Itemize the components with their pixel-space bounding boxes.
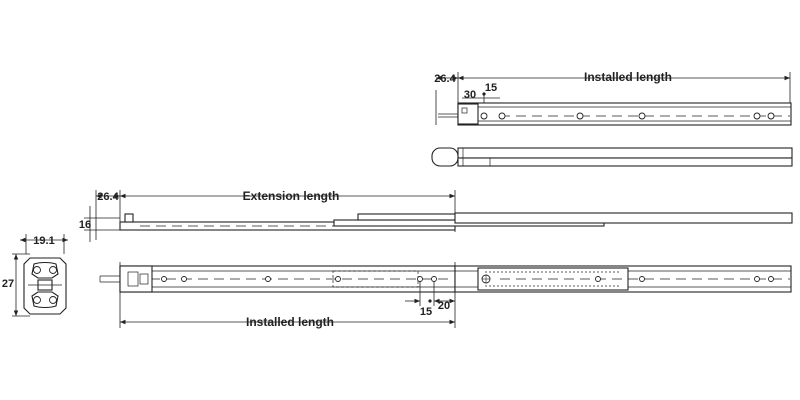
extension-front-stop (124, 213, 134, 223)
bottom-hole (161, 276, 167, 282)
bottom-hole (595, 276, 601, 282)
top-offset-label: 26.4 (434, 73, 456, 85)
profile-ball (49, 296, 57, 304)
top-hole (767, 112, 775, 120)
side-profile-outer-rail (457, 147, 793, 159)
bottom-hole (417, 276, 423, 282)
extension-cabinet-rail (454, 212, 793, 224)
bottom-15-label: 15 (420, 306, 432, 318)
top-15-marker (482, 92, 486, 96)
profile-width-label: 19.1 (33, 235, 54, 247)
bottom-bracket-detail (127, 271, 139, 287)
bottom-hole (181, 276, 187, 282)
top-front-bracket (457, 103, 479, 125)
bottom-hole (265, 276, 271, 282)
bottom-hole (431, 276, 437, 282)
bottom-hole (335, 276, 341, 282)
bottom-dim-marker (428, 299, 432, 303)
bottom-hole (639, 276, 645, 282)
top-15-label: 15 (485, 82, 497, 94)
side-profile-inner-rail (457, 157, 793, 167)
top-30-label: 30 (464, 89, 476, 101)
bottom-hole (754, 276, 760, 282)
top-hole (498, 112, 506, 120)
profile-ball (49, 266, 57, 274)
side-profile-front-tab (431, 147, 459, 167)
extension-view: Extension length 26.4 16 (79, 189, 793, 242)
extension-offset-label: 26.4 (97, 191, 119, 203)
bottom-installed-length-label: Installed length (246, 315, 334, 329)
top-slide-body (457, 102, 792, 126)
bottom-20-label: 20 (438, 300, 450, 312)
profile-ball (33, 266, 41, 274)
top-hole (753, 112, 761, 120)
top-slide-view: Installed length 26.4 30 15 (434, 70, 792, 126)
extension-length-label: Extension length (243, 189, 340, 203)
top-hole (480, 112, 488, 120)
top-hole (576, 112, 584, 120)
bottom-slide-view: Installed length (99, 262, 792, 329)
profile-ball (33, 296, 41, 304)
top-hole (638, 112, 646, 120)
side-profile-view (431, 147, 793, 167)
cross-section-view: 19.1 27 (2, 234, 68, 317)
top-installed-length-label: Installed length (584, 70, 672, 84)
bottom-front-bracket (119, 265, 153, 293)
top-bracket-detail (461, 107, 468, 114)
profile-height-label: 27 (2, 278, 14, 290)
bottom-bracket-clip (139, 273, 149, 285)
bottom-hole (768, 276, 774, 282)
extension-height-label: 16 (79, 219, 91, 231)
